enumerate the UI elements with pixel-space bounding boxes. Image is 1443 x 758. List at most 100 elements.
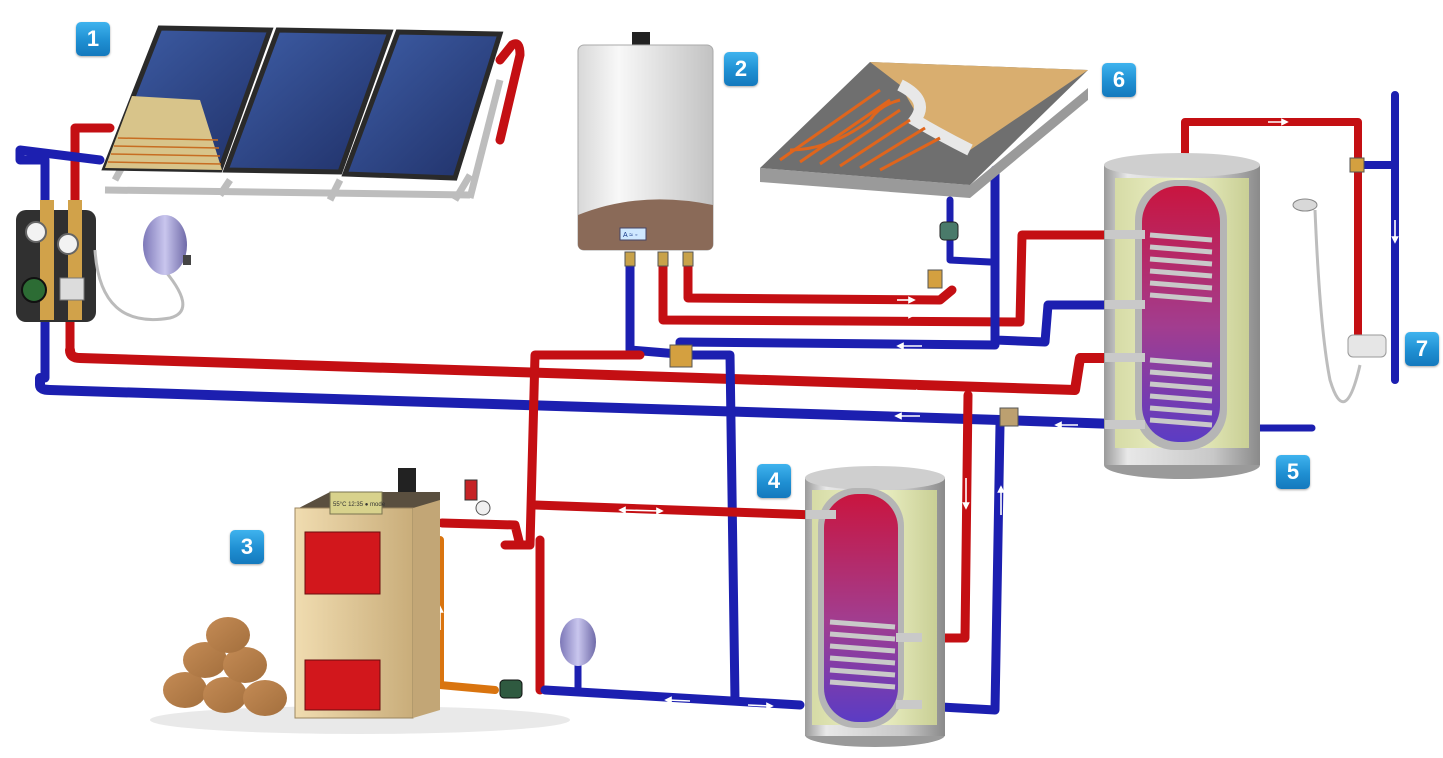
- frame-leg-1: [104, 186, 471, 199]
- gas-boiler-valves: [624, 251, 694, 267]
- arrow-6-head: [1054, 421, 1062, 429]
- log-4: [183, 642, 227, 678]
- arrow-2-head: [908, 311, 916, 319]
- boiler-control-panel: [329, 491, 383, 515]
- buffer-tank-water: [824, 494, 898, 722]
- pipe-cold-main: [35, 373, 1120, 429]
- frame-leg-4: [451, 173, 474, 202]
- solid-fuel-boiler: 55°C 12:35 ● mode: [150, 468, 570, 734]
- dhw-tank-top: [1104, 153, 1260, 177]
- pump-station-gauge-2: [57, 233, 79, 255]
- arrow-3-head: [896, 342, 904, 350]
- pump-station-pump: [21, 277, 47, 303]
- pipe-boiler-hot: [437, 350, 645, 550]
- pump-station-pipe-right: [68, 200, 82, 320]
- boiler-door-bottom: [304, 659, 381, 711]
- arrow-13-head: [1281, 118, 1289, 126]
- pipe-collector-return: [495, 39, 525, 145]
- collector-panel-3: [341, 29, 504, 181]
- pipe-floor-cold: [990, 165, 1115, 347]
- floor-heating-tubes: [779, 88, 941, 172]
- collector-panel-2: [222, 27, 394, 175]
- dhw-tank-connections: [1105, 230, 1145, 429]
- badge-solar-collectors: 1: [76, 22, 110, 56]
- dhw-tank-water: [1142, 186, 1220, 442]
- solar-expansion-vessel: [93, 215, 191, 321]
- boiler-chimney: [398, 468, 416, 496]
- arrow-9-head: [766, 702, 774, 710]
- firewood: [163, 617, 287, 716]
- pipe-boiler-return-cold: [540, 685, 805, 710]
- shower: [1292, 157, 1387, 404]
- badge-shower: 7: [1405, 332, 1439, 366]
- badge-dhw-tank: 5: [1276, 455, 1310, 489]
- arrow-11-head: [997, 485, 1005, 493]
- pump-station-pipe-left: [40, 200, 54, 320]
- log-1: [163, 672, 207, 708]
- shower-valve: [1349, 157, 1365, 173]
- boiler-expansion-vessel: [560, 618, 596, 666]
- gas-boiler-display-text: A ≈ ◦: [623, 232, 638, 239]
- gas-boiler: A ≈ ◦: [577, 32, 714, 267]
- arrow-1-head: [908, 296, 916, 304]
- boiler-gauge: [475, 500, 491, 516]
- diverter-valve: [999, 407, 1019, 427]
- underfloor-heating: [760, 62, 1088, 289]
- mixing-valve: [669, 344, 693, 368]
- floor-wood-layer: [870, 62, 1088, 150]
- pipe-gas-cold: [625, 257, 740, 705]
- log-5: [223, 647, 267, 683]
- log-6: [206, 617, 250, 653]
- shower-mixer: [1347, 334, 1387, 358]
- arrow-14-head: [1391, 236, 1399, 244]
- solar-vessel-bracket: [183, 255, 191, 265]
- pipe-solar-hot-up: [70, 123, 115, 235]
- boiler-safety-valve: [464, 479, 478, 501]
- buffer-tank-connections: [806, 510, 922, 709]
- gas-boiler-display: [619, 227, 647, 241]
- collector-panel-1-tubes: [107, 137, 222, 165]
- gas-boiler-lower-panel: [578, 199, 713, 250]
- boiler-vessel-body: [560, 618, 596, 666]
- floor-heating-valve: [927, 269, 943, 289]
- frame-leg-3: [466, 79, 504, 199]
- pipe-gas-hot-1: [658, 230, 1115, 327]
- arrow-5-head: [894, 412, 902, 420]
- log-2: [203, 677, 247, 713]
- arrow-10-head: [962, 502, 970, 510]
- boiler-panel-text: 55°C 12:35 ● mode: [333, 502, 386, 508]
- pipe-floor-supply: [946, 196, 994, 266]
- frame-leg-6: [217, 178, 233, 197]
- dhw-tank: [1104, 153, 1260, 479]
- gas-boiler-flue: [632, 32, 650, 48]
- frame-leg-5: [326, 178, 344, 202]
- arrow-4-head: [916, 389, 924, 397]
- shower-hose: [1313, 209, 1362, 404]
- solar-vessel-hose: [93, 249, 185, 321]
- floor-heating-pump: [939, 221, 959, 241]
- dhw-tank-upper-coil: [1149, 232, 1213, 303]
- collector-panel-1-cutaway: [105, 96, 222, 170]
- floor-slab-side: [760, 88, 1088, 198]
- badge-underfloor-heating: 6: [1102, 63, 1136, 97]
- log-3: [243, 680, 287, 716]
- pipe-solar-cold-left: [15, 145, 105, 255]
- arrow-8-head: [664, 696, 672, 704]
- arrow-7-tail: [618, 506, 626, 514]
- solar-pump-station: [16, 200, 96, 322]
- badge-buffer-tank: 4: [757, 464, 791, 498]
- badge-gas-boiler: 2: [724, 52, 758, 86]
- solar-collectors: [101, 25, 504, 202]
- boiler-side: [413, 500, 440, 718]
- buffer-tank-coil: [829, 619, 896, 690]
- dhw-tank-lower-coil: [1149, 357, 1213, 428]
- pipe-boiler-buffer-hot: [530, 500, 820, 520]
- pump-station-gauge-1: [25, 221, 47, 243]
- shower-head: [1292, 198, 1318, 212]
- boiler-pump: [499, 679, 523, 699]
- buffer-tank-top: [805, 466, 945, 490]
- arrow-7-head: [656, 507, 664, 515]
- arrow-7: [621, 509, 661, 512]
- solar-vessel-body: [143, 215, 187, 275]
